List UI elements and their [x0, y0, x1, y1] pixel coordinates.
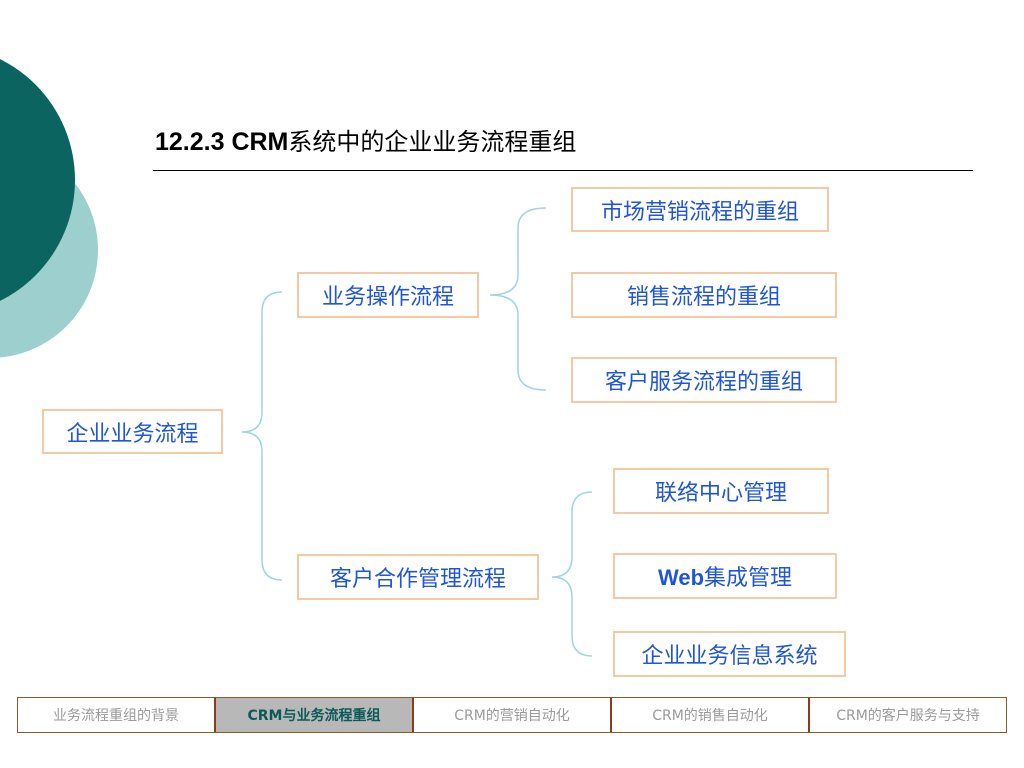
leaf-node-web: Web集成管理 — [613, 553, 837, 599]
title-underline — [153, 170, 973, 171]
leaf-node-contact-center: 联络中心管理 — [613, 468, 829, 514]
nav-tab-background[interactable]: 业务流程重组的背景 — [18, 698, 216, 732]
branch-node-operation: 业务操作流程 — [297, 272, 479, 318]
title-number: 12.2.3 CRM — [155, 128, 289, 156]
root-brace — [241, 291, 283, 581]
leaf-node-service: 客户服务流程的重组 — [571, 357, 837, 403]
slide-title: 12.2.3 CRM系统中的企业业务流程重组 — [155, 122, 576, 157]
nav-tab-crm-bpr[interactable]: CRM与业务流程重组 — [216, 698, 414, 732]
title-text: 系统中的企业业务流程重组 — [288, 128, 577, 156]
decorative-circles — [0, 59, 98, 358]
leaf-node-info-system: 企业业务信息系统 — [613, 631, 846, 677]
bottom-navigation: 业务流程重组的背景 CRM与业务流程重组 CRM的营销自动化 CRM的销售自动化… — [17, 697, 1007, 733]
customer-brace — [551, 491, 593, 657]
nav-tab-customer-service[interactable]: CRM的客户服务与支持 — [836, 708, 980, 724]
branch-node-customer: 客户合作管理流程 — [297, 554, 539, 600]
leaf-node-sales: 销售流程的重组 — [571, 272, 837, 318]
nav-tab-marketing-automation[interactable]: CRM的营销自动化 — [414, 698, 612, 732]
operation-brace — [489, 207, 547, 391]
root-node: 企业业务流程 — [42, 409, 223, 454]
leaf-node-marketing: 市场营销流程的重组 — [571, 187, 829, 232]
nav-tab-sales-automation[interactable]: CRM的销售自动化 — [612, 698, 810, 732]
